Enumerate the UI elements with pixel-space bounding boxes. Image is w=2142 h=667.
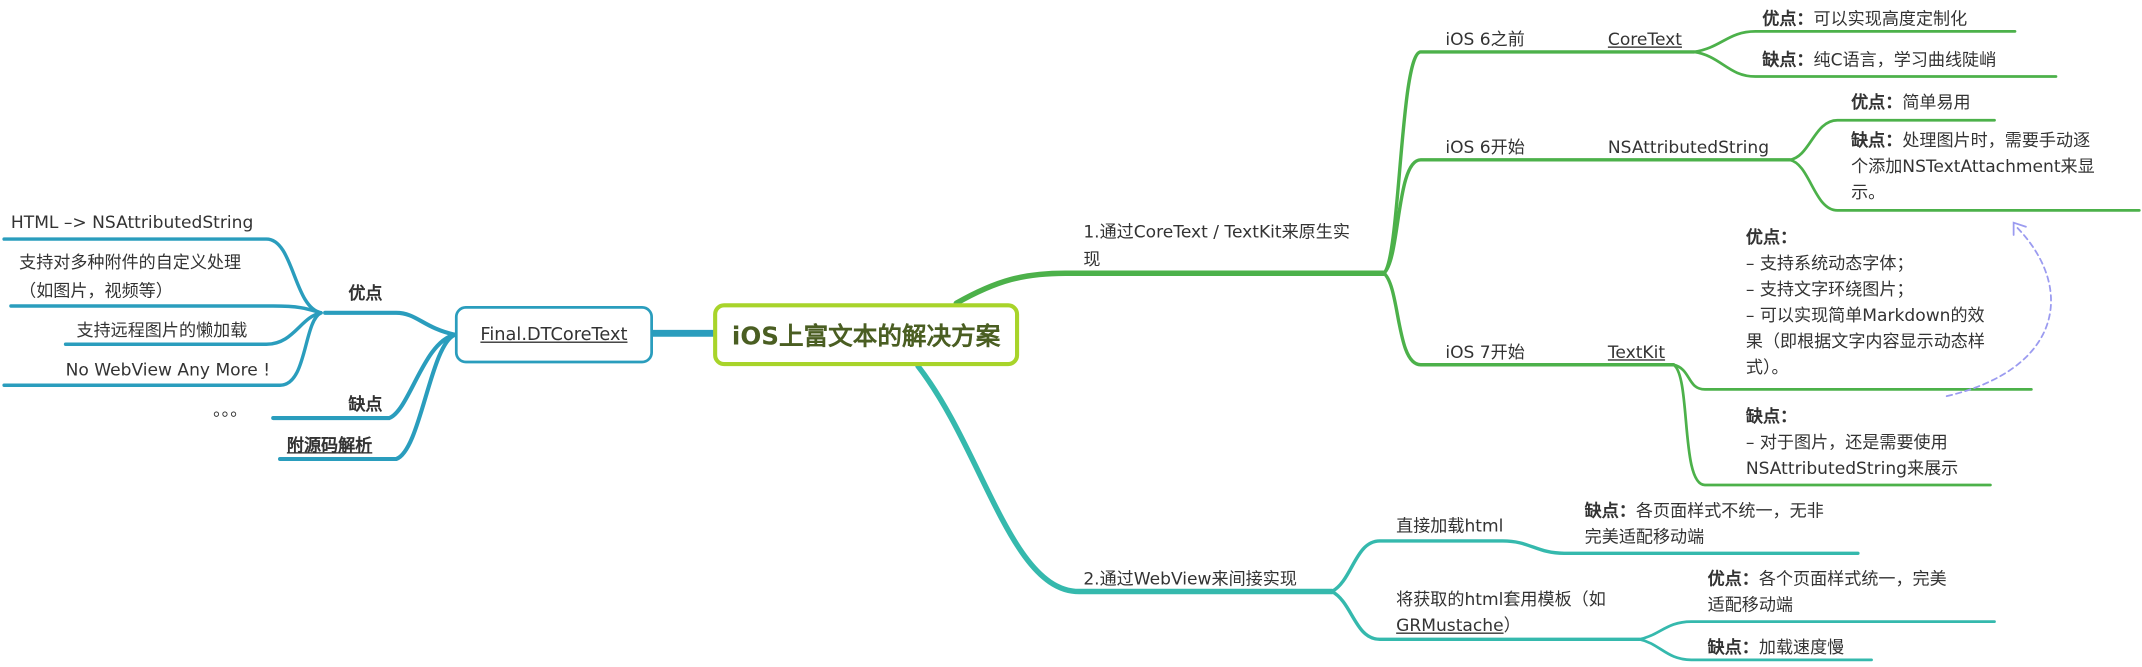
textkit-cons: 缺点： – 对于图片，还是需要使用 NSAttributedString来展示 bbox=[1746, 403, 1958, 481]
coretext-link[interactable]: CoreText bbox=[1607, 28, 1682, 50]
direct-html-label: 直接加载html bbox=[1396, 515, 1504, 536]
ios6-before-label: iOS 6之前 bbox=[1445, 28, 1525, 50]
ios6-line bbox=[1382, 158, 1792, 275]
cons-line bbox=[271, 332, 457, 421]
template-cons: 缺点：加载速度慢 bbox=[1708, 634, 1845, 660]
textkit-pros: 优点： – 支持系统动态字体； – 支持文字环绕图片； – 可以实现简单Mark… bbox=[1746, 224, 1985, 380]
textkit-cons-line bbox=[1672, 363, 1992, 487]
template-label: 将获取的html套用模板（如 GRMustache） bbox=[1396, 586, 1606, 638]
root-title: iOS上富文本的解决方案 bbox=[731, 322, 1001, 352]
cons-label: 缺点： bbox=[1745, 405, 1798, 427]
native-connectors bbox=[953, 30, 2141, 487]
cons-line-2: 完美适配移动端 bbox=[1584, 525, 1705, 547]
cons-line-2: 个添加NSTextAttachment来显 bbox=[1851, 155, 2095, 177]
nsattr-cons-line bbox=[1788, 158, 2141, 212]
direct-cons: 缺点：各页面样式不统一，无非 完美适配移动端 bbox=[1585, 497, 1824, 549]
pros-label: 优点： bbox=[1707, 568, 1759, 589]
root-node[interactable]: iOS上富文本的解决方案 bbox=[713, 303, 1020, 367]
webview-label: 2.通过WebView来间接实现 bbox=[1083, 568, 1297, 589]
left-pro-3: 支持远程图片的懒加载 bbox=[76, 319, 248, 341]
pro-line-4 bbox=[2, 311, 323, 387]
cons-line-1: 各页面样式不统一，无非 bbox=[1635, 499, 1824, 521]
nsattr-pros-line bbox=[1788, 118, 1996, 162]
pro-line-3 bbox=[63, 311, 323, 346]
native-main-line bbox=[953, 270, 1387, 307]
pro-line-2 bbox=[9, 304, 323, 315]
dtcoretext-node[interactable]: Final.DTCoreText bbox=[454, 306, 653, 364]
nsattr-pros: 优点：简单易用 bbox=[1851, 89, 1971, 115]
native-label-1: 1.通过CoreText / TextKit来原生实 bbox=[1083, 221, 1350, 242]
cons-label: 缺点： bbox=[1762, 49, 1814, 70]
coretext-cons: 缺点：纯C语言，学习曲线陡峭 bbox=[1762, 46, 1996, 72]
coretext-pros-line bbox=[1692, 30, 2017, 54]
pros-line-2: – 支持文字环绕图片； bbox=[1745, 278, 1914, 300]
template-cons-line bbox=[1637, 637, 1873, 662]
pros-text: 简单易用 bbox=[1902, 91, 1971, 113]
pros-line-5: 式）。 bbox=[1745, 356, 1789, 378]
native-label-2: 现 bbox=[1083, 248, 1101, 270]
pros-line-1: 各个页面样式统一，完美 bbox=[1758, 568, 1947, 589]
left-con-1: 。。。 bbox=[213, 398, 248, 420]
pros-line bbox=[323, 310, 457, 337]
direct-line bbox=[1330, 539, 1860, 594]
cons-label: 缺点： bbox=[1707, 636, 1759, 658]
cons-label: 缺点： bbox=[1584, 499, 1636, 521]
cons-label: 缺点： bbox=[1851, 129, 1903, 151]
left-pro-1: HTML –> NSAttributedString bbox=[10, 211, 254, 233]
ios7-line bbox=[1382, 271, 1676, 367]
source-line bbox=[278, 332, 457, 462]
left-connectors bbox=[2, 237, 717, 462]
template-line bbox=[1330, 589, 1642, 642]
pros-label: 优点： bbox=[1745, 226, 1798, 248]
relation-arrow bbox=[1945, 224, 2052, 398]
template-pros: 优点：各个页面样式统一，完美 适配移动端 bbox=[1708, 566, 1947, 618]
ios6-before-line bbox=[1382, 50, 1696, 275]
pros-text: 可以实现高度定制化 bbox=[1813, 8, 1968, 29]
ios7-label: iOS 7开始 bbox=[1445, 341, 1525, 363]
cons-line-1: 处理图片时，需要手动逐 bbox=[1902, 129, 2091, 151]
dtcoretext-label: Final.DTCoreText bbox=[480, 324, 628, 345]
pros-line-1: – 支持系统动态字体； bbox=[1745, 252, 1914, 274]
nsattributedstring-label: NSAttributedString bbox=[1607, 136, 1770, 158]
cons-text: 加载速度慢 bbox=[1758, 636, 1845, 658]
cons-text: 纯C语言，学习曲线陡峭 bbox=[1813, 49, 1997, 70]
cons-line-1: – 对于图片，还是需要使用 bbox=[1745, 431, 1948, 453]
grmustache-link[interactable]: GRMustache bbox=[1396, 614, 1504, 636]
template-label-1: 将获取的html套用模板（如 bbox=[1396, 588, 1606, 610]
nsattr-cons: 缺点：处理图片时，需要手动逐 个添加NSTextAttachment来显 示。 bbox=[1851, 127, 2095, 205]
left-cons-label: 缺点 bbox=[348, 393, 383, 414]
left-pro-2a: 支持对多种附件的自定义处理 bbox=[19, 251, 242, 272]
left-pros-label: 优点 bbox=[348, 282, 383, 304]
arrow-head-icon bbox=[2012, 221, 2027, 236]
coretext-cons-line bbox=[1692, 50, 2058, 78]
left-pro-4: No WebView Any More ! bbox=[65, 359, 271, 380]
cons-line-3: 示。 bbox=[1851, 181, 1886, 203]
textkit-link[interactable]: TextKit bbox=[1607, 341, 1666, 363]
cons-line-2: NSAttributedString来展示 bbox=[1745, 457, 1959, 479]
pros-label: 优点： bbox=[1762, 8, 1814, 29]
pro-line-1 bbox=[2, 237, 323, 315]
source-link[interactable]: 附源码解析 bbox=[286, 434, 373, 455]
webview-main-line bbox=[915, 363, 1335, 595]
pros-line-2: 适配移动端 bbox=[1707, 594, 1794, 615]
pros-line-3: – 可以实现简单Markdown的效 bbox=[1745, 304, 1985, 326]
pros-label: 优点： bbox=[1851, 91, 1903, 113]
template-pros-line bbox=[1637, 620, 1996, 641]
left-pro-2b: （如图片，视频等） bbox=[19, 280, 173, 301]
webview-connectors bbox=[915, 363, 1996, 662]
template-label-tail: ） bbox=[1503, 614, 1521, 636]
textkit-pros-line bbox=[1672, 363, 2033, 391]
pros-line-4: 果（即根据文字内容显示动态样 bbox=[1745, 330, 1985, 352]
ios6-label: iOS 6开始 bbox=[1445, 136, 1525, 158]
coretext-pros: 优点：可以实现高度定制化 bbox=[1762, 5, 1967, 31]
